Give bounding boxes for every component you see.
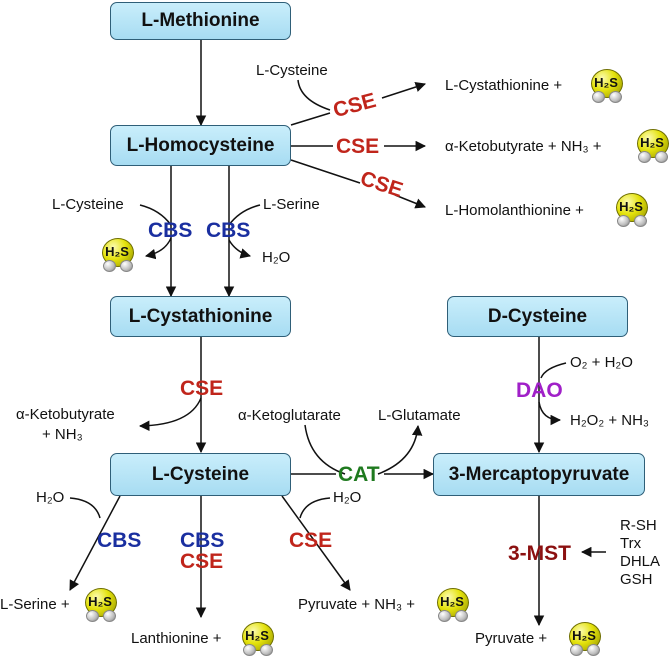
enzyme-cse-bottom-right: CSE [289, 529, 333, 552]
curve-o2-dao [540, 362, 567, 379]
label-gsh: GSH [620, 571, 653, 588]
box-d-cysteine: D-Cysteine [447, 296, 628, 337]
curve-h2s-cbs [144, 237, 172, 260]
box-l-cystathionine: L-Cystathionine [110, 296, 291, 337]
enzyme-cbs-bottom-left: CBS [97, 529, 142, 552]
arrow-cbs-serine [69, 495, 121, 591]
label-h2o-cbs: H₂O [262, 249, 291, 266]
box-l-cysteine: L-Cysteine [110, 453, 291, 496]
label-h2o-right: H₂O [333, 489, 362, 506]
label-dhla: DHLA [620, 553, 661, 570]
enzyme-cbs-left: CBS [148, 219, 193, 242]
curve-cat-glutamate [377, 424, 423, 475]
h2s-molecule-icon: H₂S [436, 588, 469, 622]
enzyme-cse-cystathionine: CSE [180, 377, 224, 400]
label-homolanthionine-product: L-Homolanthionine + [445, 202, 584, 219]
curve-ketoglutarate-cat [304, 424, 346, 475]
curve-cysteine-cse [297, 79, 331, 111]
enzyme-dao: DAO [516, 379, 563, 402]
label-l-serine-cbs: L-Serine [263, 196, 320, 213]
curve-h2o-cbs-left [69, 497, 101, 519]
label-serine-product: L-Serine + [0, 596, 70, 613]
curve-dao-h2o2 [538, 401, 562, 426]
label-lanthionine-product: Lanthionine + [131, 630, 222, 647]
enzyme-cat: CAT [338, 463, 380, 486]
enzyme-3-mst: 3-MST [508, 542, 571, 565]
enzyme-cbs-right: CBS [206, 219, 251, 242]
label-h2o2-nh3: H₂O₂ + NH₃ [570, 412, 650, 429]
label-ketobutyrate-left-1: α-Ketobutyrate [16, 406, 115, 423]
label-l-cysteine-top: L-Cysteine [256, 62, 328, 79]
label-cystathionine-product: L-Cystathionine + [445, 77, 563, 94]
arrow-cse-pyruvate [281, 495, 351, 591]
box-l-homocysteine: L-Homocysteine [110, 125, 291, 166]
curve-h2o-cse-right [299, 497, 331, 519]
label-ketoglutarate: α-Ketoglutarate [238, 407, 341, 424]
h2s-molecule-icon: H₂S [241, 622, 274, 656]
enzyme-cbs-mid: CBS [180, 529, 225, 552]
curve-h2o-cbs [228, 239, 252, 259]
label-h2o-left: H₂O [36, 489, 65, 506]
arrow-cse-homolanthionine [290, 159, 425, 207]
label-pyruvate-nh3-product: Pyruvate + NH₃ + [298, 596, 415, 613]
h2s-molecule-icon: H₂S [84, 588, 117, 622]
label-trx: Trx [620, 535, 642, 552]
box-3-mercaptopyruvate: 3-Mercaptopyruvate [433, 453, 645, 496]
h2s-molecule-icon: H₂S [101, 238, 134, 272]
h2s-molecule-icon: H₂S [590, 69, 623, 103]
h2s-molecule-icon: H₂S [568, 622, 601, 656]
h2s-molecule-icon: H₂S [615, 193, 648, 227]
label-pyruvate-product: Pyruvate + [475, 630, 548, 647]
h2s-molecule-icon: H₂S [636, 129, 669, 163]
enzyme-cse-mid: CSE [180, 550, 224, 573]
arrow-cse-cystathionine [290, 84, 425, 126]
label-ketobutyrate-left-2: + NH₃ [42, 426, 83, 443]
label-ketobutyrate-product: α-Ketobutyrate + NH₃ + [445, 138, 602, 155]
label-glutamate: L-Glutamate [378, 407, 461, 424]
curve-cysteine-cbs [139, 204, 172, 226]
curve-cse-ketobutyrate [138, 397, 202, 432]
label-l-cysteine-cbs: L-Cysteine [52, 196, 124, 213]
curve-serine-cbs [228, 204, 261, 226]
enzyme-cse-2: CSE [336, 135, 380, 158]
label-rsh: R-SH [620, 517, 657, 534]
label-o2-h2o: O₂ + H₂O [570, 354, 633, 371]
box-l-methionine: L-Methionine [110, 2, 291, 40]
